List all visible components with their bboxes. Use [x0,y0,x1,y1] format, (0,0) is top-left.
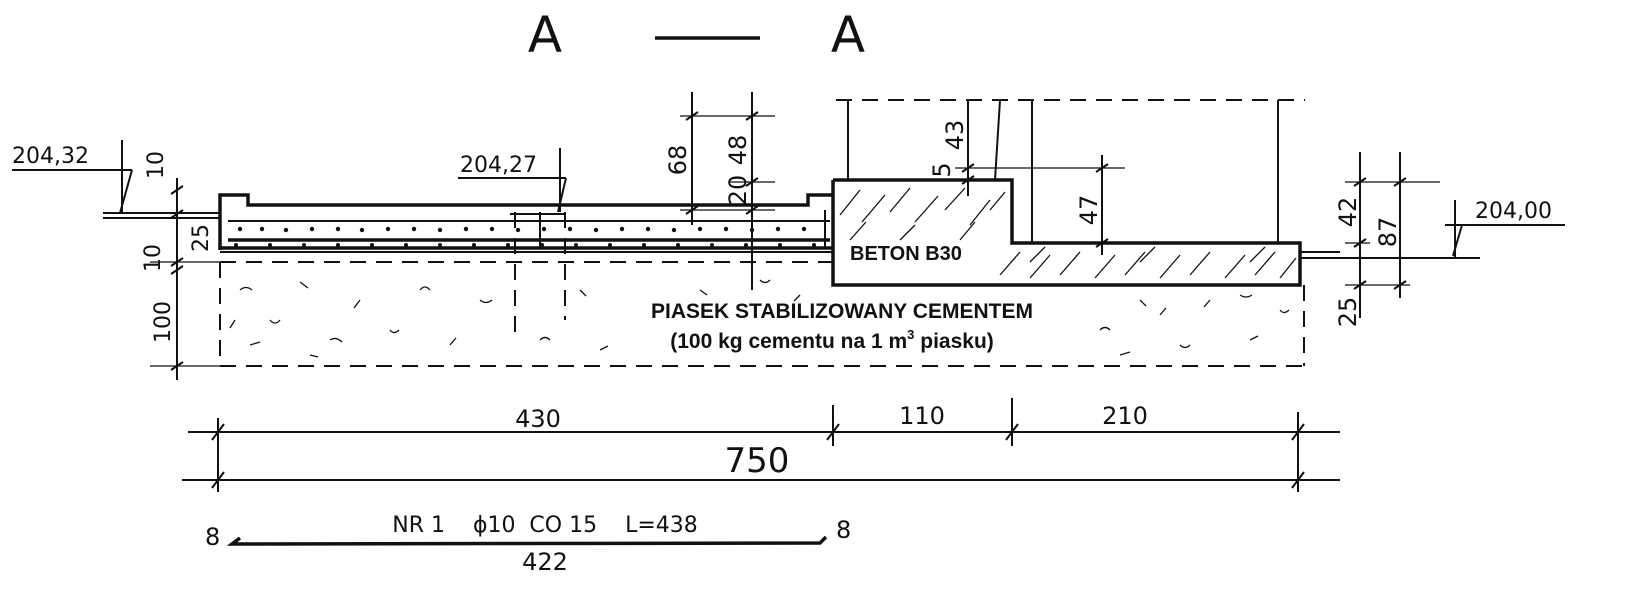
concrete-hatch [839,187,1297,279]
elevation-middle: 204,27 [460,153,537,178]
dim-left-100: 100 [151,301,176,343]
dim-43: 43 [941,120,969,151]
dim-left-10: 10 [141,244,166,272]
dim-430: 430 [515,405,561,433]
block-dimensions: 43 5 47 [928,100,1125,255]
dim-48: 48 [724,135,752,166]
dim-210: 210 [1102,402,1148,430]
dim-left-25: 25 [189,224,214,252]
dim-20: 20 [724,175,752,206]
slab-top-dimensions: 68 48 20 [664,92,775,290]
elevation-mark-middle: 204,27 [458,148,567,213]
rebar-spec: NR 1 ϕ10 CO 15 L=438 [392,513,698,538]
left-dimension-chain: 10 25 10 100 [141,151,220,380]
horizontal-dimensions: 430 110 210 750 [182,398,1340,492]
dim-25-right: 25 [1334,297,1362,328]
sand-layer: PIASEK STABILIZOWANY CEMENTEM (100 kg ce… [219,261,1305,367]
right-dimension-chain: 42 87 25 [1334,152,1440,327]
dim-68: 68 [664,145,692,176]
elevation-left: 204,32 [12,144,89,169]
dim-42: 42 [1334,197,1362,228]
elevation-right: 204,00 [1475,199,1552,224]
sand-label-line1: PIASEK STABILIZOWANY CEMENTEM [651,300,1033,323]
dim-87: 87 [1374,217,1402,248]
section-label-right: A [831,6,865,64]
rebar-dots [234,226,816,247]
dim-5: 5 [928,162,956,177]
rebar-bar [226,535,828,546]
dashed-envelope [836,99,1305,243]
elevation-mark-left: 204,32 [12,140,220,219]
dim-47: 47 [1075,195,1103,226]
elevation-mark-right: 204,00 [1445,199,1565,258]
rebar-schedule: 8 8 NR 1 ϕ10 CO 15 L=438 422 [205,513,851,576]
rebar-length: 422 [522,548,568,576]
dim-110: 110 [899,402,945,430]
section-label-left: A [528,6,562,64]
reinforced-slab [218,193,833,340]
concrete-block: BETON B30 [831,178,1480,287]
dim-left-10-top: 10 [144,151,169,179]
rebar-hook-right: 8 [836,516,851,544]
dim-750: 750 [725,441,790,481]
rebar-hook-left: 8 [205,523,220,551]
sand-texture [229,279,1290,358]
sand-label-line2: (100 kg cementu na 1 m3 piasku) [670,327,994,353]
concrete-label: BETON B30 [850,243,962,265]
